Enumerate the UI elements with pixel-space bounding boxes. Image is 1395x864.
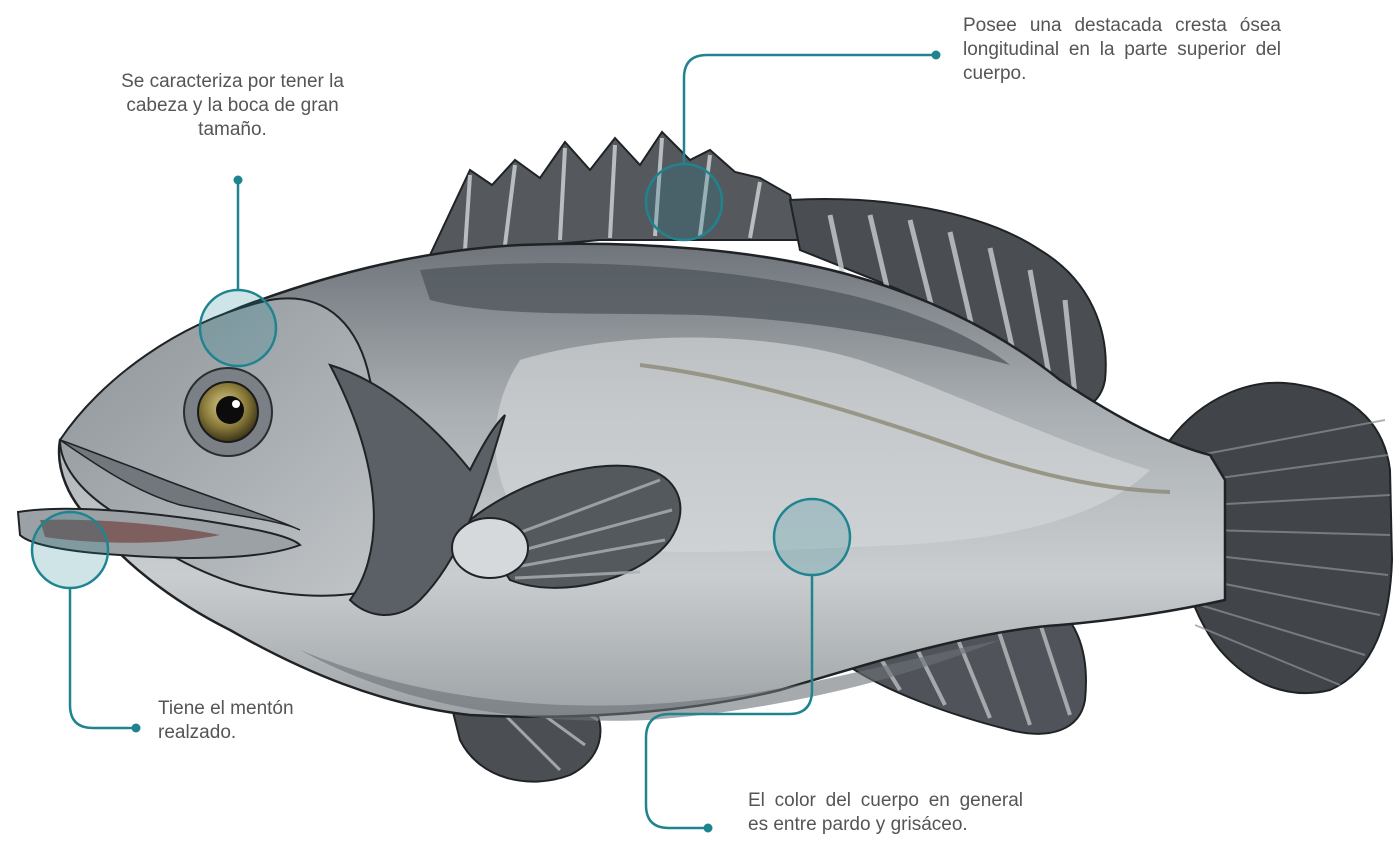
annotation-head-text: Se caracteriza por tener la cabeza y la … [95, 70, 370, 142]
callout-head-dot [234, 176, 243, 185]
annotation-body-color-text: El color del cuerpo en general es entre … [748, 789, 1023, 837]
callout-chin-leader [70, 588, 136, 728]
pectoral-fin-base [452, 518, 528, 578]
callout-crest-dot [932, 51, 941, 60]
callout-body-color-marker [774, 499, 850, 575]
callout-crest-leader [684, 55, 936, 164]
annotation-chin-text: Tiene el mentón realzado. [158, 697, 338, 745]
callout-chin-marker [32, 512, 108, 588]
callout-chin-dot [132, 724, 141, 733]
callout-head-marker [200, 290, 276, 366]
callout-head [200, 176, 276, 367]
callout-body-color-dot [704, 824, 713, 833]
eye-pupil [216, 396, 244, 424]
callout-crest-marker [646, 164, 722, 240]
annotation-crest-text: Posee una destacada cresta ósea longitud… [963, 14, 1281, 86]
eye-highlight [232, 400, 240, 408]
